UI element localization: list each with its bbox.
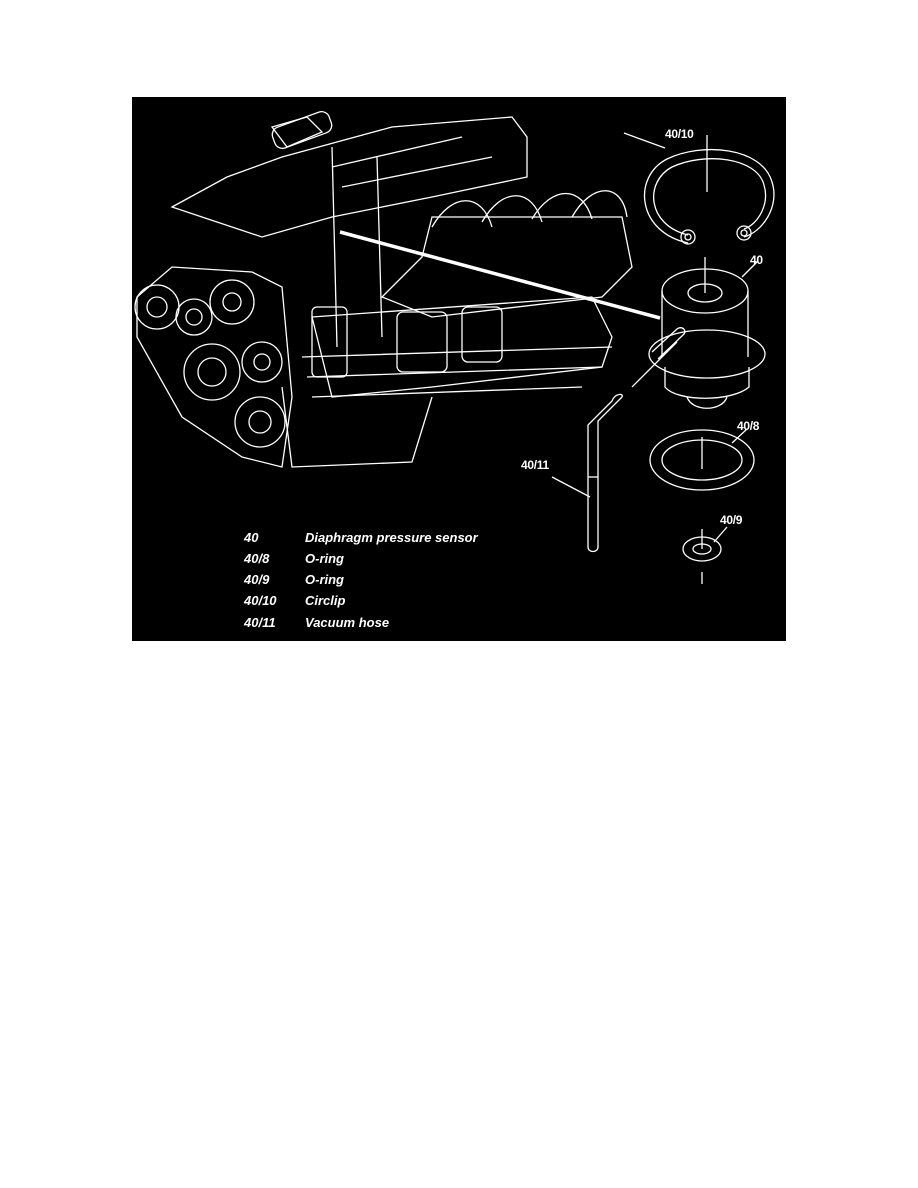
legend-code: 40/8 <box>244 551 270 566</box>
vacuum-hose-part <box>551 341 678 553</box>
callout-40: 40 <box>750 253 763 267</box>
callout-40-8: 40/8 <box>737 419 760 433</box>
legend-name: O-ring <box>305 572 344 587</box>
legend-name: O-ring <box>305 551 344 566</box>
o-ring-40-9-part <box>682 526 728 584</box>
callout-40-10: 40/10 <box>665 127 694 141</box>
circlip-part <box>623 132 775 245</box>
legend-code: 40/10 <box>244 593 277 608</box>
legend-name: Circlip <box>305 593 346 608</box>
callout-40-11: 40/11 <box>521 458 549 472</box>
o-ring-40-8-part <box>649 428 755 491</box>
engine-diagram: 40/10 40 40/8 40/9 40/11 40 Diaphragm pr… <box>132 97 786 641</box>
legend-code: 40/9 <box>244 572 270 587</box>
pressure-sensor-part <box>648 257 766 409</box>
legend-code: 40/11 <box>244 615 276 630</box>
legend-name: Diaphragm pressure sensor <box>305 530 478 545</box>
legend-name: Vacuum hose <box>305 615 390 630</box>
leader-line <box>339 230 661 320</box>
engine-illustration <box>134 111 633 468</box>
diagram-artwork <box>134 111 775 584</box>
callout-40-9: 40/9 <box>720 513 743 527</box>
legend-code: 40 <box>244 530 259 545</box>
